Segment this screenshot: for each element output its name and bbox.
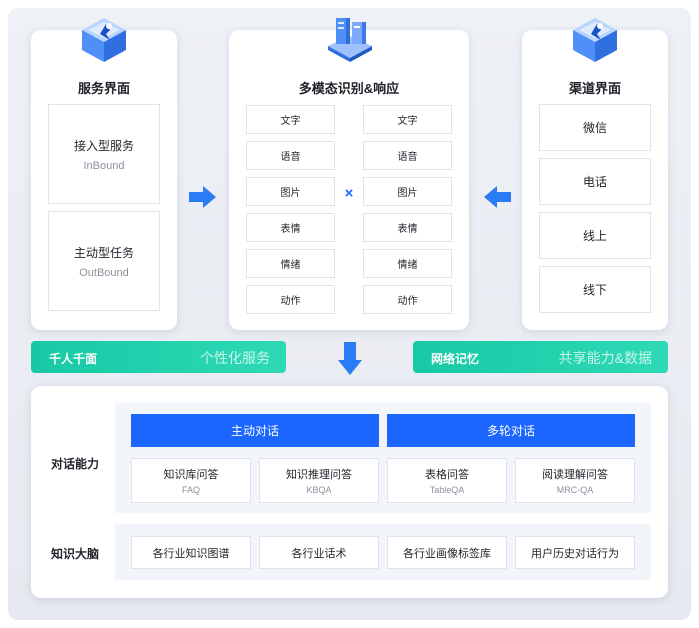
personalization-label: 千人千面 xyxy=(49,352,98,366)
kb-industry-graph: 各行业知识图谱 xyxy=(131,536,251,569)
skill-faq: 知识库问答 FAQ xyxy=(131,458,251,503)
multi-turn-dialog-header: 多轮对话 xyxy=(387,414,635,447)
channel-phone-label: 电话 xyxy=(582,175,607,189)
channel-online-label: 线上 xyxy=(582,229,607,243)
channel-wechat: 微信 xyxy=(539,104,651,151)
right-modality-text: 文字 xyxy=(363,105,452,134)
left-modality-image: 图片 xyxy=(246,177,335,206)
dialog-capability-label: 对话能力 xyxy=(51,457,100,471)
left-modality-voice: 语音 xyxy=(246,141,335,170)
left-modality-emotion: 情绪 xyxy=(246,249,335,278)
active-dialog-header: 主动对话 xyxy=(131,414,379,447)
kb-industry-scripts: 各行业话术 xyxy=(259,536,379,569)
channel-offline-label: 线下 xyxy=(582,283,607,297)
channel-interface-card: 渠道界面 微信 电话 线上 线下 xyxy=(522,30,668,330)
skill-mrcqa: 阅读理解问答 MRC-QA xyxy=(515,458,635,503)
inbound-sub: InBound xyxy=(83,159,125,172)
network-memory-tag: 共享能力&数据 xyxy=(558,350,652,366)
skill-kbqa: 知识推理问答 KBQA xyxy=(259,458,379,503)
left-modality-action: 动作 xyxy=(246,285,335,314)
left-modality-expression: 表情 xyxy=(246,213,335,242)
multimodal-server-icon xyxy=(328,18,372,62)
arrow-right-icon xyxy=(189,186,216,208)
personalization-bar: 千人千面 个性化服务 xyxy=(31,341,286,373)
skill-faq-label: 知识库问答 xyxy=(163,469,219,481)
right-modality-emotion: 情绪 xyxy=(363,249,452,278)
multimodal-card: 多模态识别&响应 文字 语音 图片 表情 情绪 动作 × 文字 语音 图片 表情… xyxy=(229,30,469,330)
skill-kbqa-sub: KBQA xyxy=(306,485,332,495)
channel-phone: 电话 xyxy=(539,158,651,205)
network-memory-bar: 网络记忆 共享能力&数据 xyxy=(413,341,668,373)
skill-tableqa-label: 表格问答 xyxy=(425,469,469,481)
arrow-left-icon xyxy=(484,186,511,208)
skill-mrcqa-sub: MRC-QA xyxy=(556,485,594,495)
service-interface-title: 服务界面 xyxy=(77,81,130,96)
outbound-task-box: 主动型任务 OutBound xyxy=(48,211,160,311)
channel-offline: 线下 xyxy=(539,266,651,313)
kb-user-history: 用户历史对话行为 xyxy=(515,536,635,569)
capability-card: 对话能力 主动对话 多轮对话 知识库问答 FAQ 知识推理问答 KBQA 表格问… xyxy=(31,386,668,598)
right-modality-expression: 表情 xyxy=(363,213,452,242)
cross-symbol: × xyxy=(344,185,354,202)
network-memory-label: 网络记忆 xyxy=(431,352,480,366)
outbound-sub: OutBound xyxy=(79,266,129,279)
inbound-service-box: 接入型服务 InBound xyxy=(48,104,160,204)
channel-interface-title: 渠道界面 xyxy=(568,81,621,96)
skill-faq-sub: FAQ xyxy=(181,485,200,495)
knowledge-brain-label: 知识大脑 xyxy=(51,547,100,561)
skill-kbqa-label: 知识推理问答 xyxy=(286,469,352,481)
service-interface-card: 服务界面 接入型服务 InBound 主动型任务 OutBound xyxy=(31,30,177,330)
left-modality-text: 文字 xyxy=(246,105,335,134)
skill-tableqa-sub: TableQA xyxy=(429,485,465,495)
inbound-label: 接入型服务 xyxy=(73,138,134,153)
channel-online: 线上 xyxy=(539,212,651,259)
right-modality-image: 图片 xyxy=(363,177,452,206)
skill-tableqa: 表格问答 TableQA xyxy=(387,458,507,503)
right-modality-action: 动作 xyxy=(363,285,452,314)
kb-industry-profile-tags: 各行业画像标签库 xyxy=(387,536,507,569)
channel-wechat-label: 微信 xyxy=(582,121,607,135)
channel-cube-icon xyxy=(573,18,617,62)
skill-mrcqa-label: 阅读理解问答 xyxy=(542,469,608,481)
outbound-label: 主动型任务 xyxy=(73,245,134,260)
service-cube-icon xyxy=(82,18,126,62)
arrow-down-icon xyxy=(338,342,362,375)
right-modality-voice: 语音 xyxy=(363,141,452,170)
personalization-tag: 个性化服务 xyxy=(200,350,270,366)
multimodal-title: 多模态识别&响应 xyxy=(298,81,400,96)
